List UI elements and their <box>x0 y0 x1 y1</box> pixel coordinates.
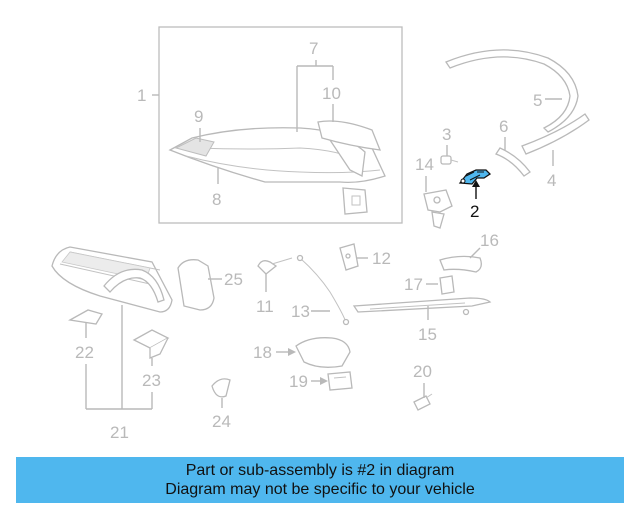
callout-8: 8 <box>212 190 221 209</box>
callout-4: 4 <box>547 171 556 190</box>
wind-deflector <box>51 246 173 313</box>
part-2-bracket-highlighted[interactable] <box>458 169 492 185</box>
rear-window <box>317 120 382 151</box>
hydraulic-line <box>296 254 350 326</box>
mounting-plate <box>132 329 170 359</box>
callout-11: 11 <box>256 297 274 316</box>
callout-21: 21 <box>110 423 129 442</box>
callout-6: 6 <box>499 117 508 136</box>
latch-mechanism <box>423 189 453 229</box>
info-banner: Part or sub-assembly is #2 in diagram Di… <box>16 457 624 503</box>
deflector-bracket <box>68 309 103 325</box>
callout-17: 17 <box>404 275 423 294</box>
roof-weatherstrip <box>445 49 579 133</box>
control-module <box>327 371 353 391</box>
seal-strip <box>495 147 531 177</box>
assembly-frame <box>158 26 403 224</box>
trim-strip <box>439 255 482 273</box>
callout-9: 9 <box>194 107 203 126</box>
soft-top-shell <box>168 127 386 215</box>
cable-clip <box>257 257 293 275</box>
callout-18: 18 <box>253 343 272 362</box>
callout-14: 14 <box>415 155 434 174</box>
callout-22: 22 <box>75 343 94 362</box>
callout-10: 10 <box>322 84 341 103</box>
storage-cover <box>295 337 351 368</box>
callout-15: 15 <box>418 325 437 344</box>
callout-7: 7 <box>309 39 318 58</box>
callout-24: 24 <box>212 412 231 431</box>
callout-3: 3 <box>442 125 451 144</box>
banner-line-2: Diagram may not be specific to your vehi… <box>165 481 475 498</box>
long-seal-rail <box>352 297 492 316</box>
mesh-patch <box>174 137 215 157</box>
small-fastener <box>413 393 433 411</box>
callout-16: 16 <box>480 231 499 250</box>
callout-5: 5 <box>533 91 542 110</box>
small-clip <box>440 155 459 165</box>
callout-20: 20 <box>413 362 432 381</box>
callout-2: 2 <box>470 202 479 221</box>
callout-19: 19 <box>289 372 308 391</box>
callout-1: 1 <box>137 86 146 105</box>
callout-25: 25 <box>224 270 243 289</box>
callout-13: 13 <box>291 302 310 321</box>
cover-cap <box>439 275 455 295</box>
small-hinge <box>339 243 359 271</box>
parts-diagram: 1 7 10 9 8 5 6 4 3 14 <box>51 26 590 442</box>
side-weatherstrip <box>521 113 590 155</box>
side-panel-cover <box>177 259 215 311</box>
release-handle <box>211 378 231 398</box>
callout-23: 23 <box>142 371 161 390</box>
banner-line-1: Part or sub-assembly is #2 in diagram <box>185 462 455 479</box>
callout-12: 12 <box>372 249 391 268</box>
